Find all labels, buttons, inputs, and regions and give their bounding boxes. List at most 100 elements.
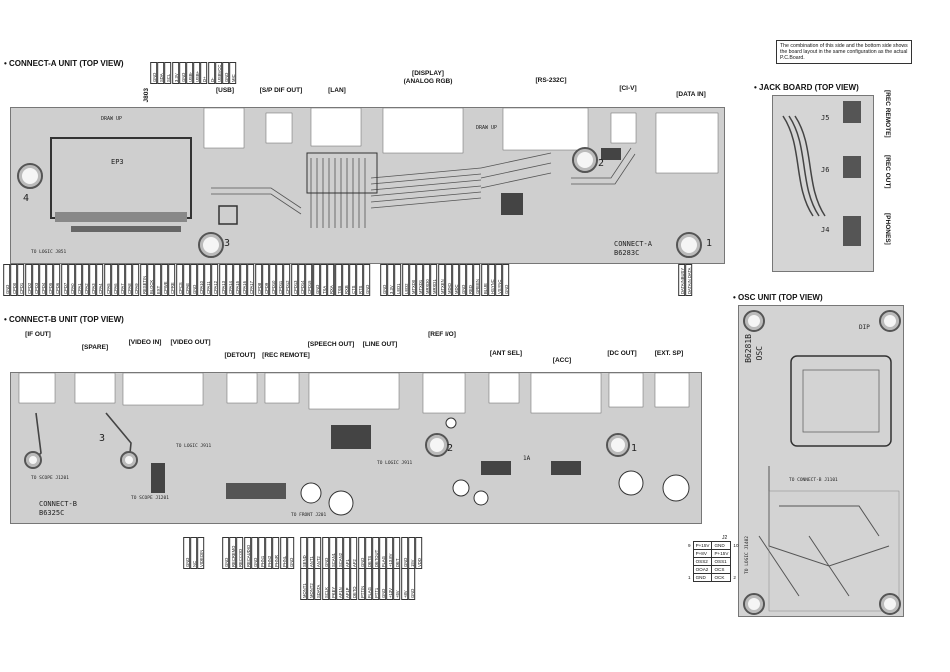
dip-text: DIP (859, 324, 870, 331)
videoout-label: [VIDEO OUT] (170, 339, 211, 346)
pin-label: GND (178, 62, 186, 84)
ep3-text: EP3 (111, 158, 124, 166)
fuse-text: 1A (523, 455, 531, 462)
jack-board: J5 J6 J4 (772, 95, 874, 272)
pin-label: CPD8 (254, 264, 262, 296)
to-logic-b-text: TO LOGIC J911 (176, 444, 212, 449)
j803-label: J803 (143, 88, 150, 103)
j4-text: J4 (821, 226, 830, 234)
pin-label: CPCS (175, 264, 183, 296)
pin-label: VIDEOIN (197, 537, 205, 569)
pin-label: MTXD0 (408, 264, 416, 296)
j2-cell: OCK (711, 573, 732, 582)
j2-cell: P+8V (692, 549, 713, 558)
to-logic-text: TO LOGIC J851 (31, 250, 67, 255)
extsp-label: [EXT. SP] (654, 350, 684, 357)
j2-cell (686, 566, 693, 574)
num-b-1: 1 (631, 443, 638, 454)
to-logic-b-text-2: TO LOGIC J911 (377, 461, 413, 466)
pin-label: SCLK (321, 568, 329, 600)
pin-label: RECCOD (236, 537, 244, 569)
pin-label: CPA14 (225, 264, 233, 296)
pin-label: GND (221, 62, 230, 84)
j2-cell: OSS1 (711, 557, 732, 566)
mount-hole (743, 593, 765, 615)
pin-label: CPD13 (290, 264, 298, 296)
jack-board-title: • JACK BOARD (TOP VIEW) (754, 83, 859, 92)
j2-cell: OOA2 (692, 565, 713, 574)
pin-label: PTTIN (357, 568, 365, 600)
pin-label: RECAUDIO (243, 537, 251, 569)
pin-label: SCAN1 (328, 537, 336, 569)
osc-name: OSC (755, 346, 764, 361)
pin-label: USBVCC (214, 62, 222, 84)
num-b-3: 3 (99, 433, 106, 444)
mount-hole (198, 232, 224, 258)
pin-label: D- (207, 62, 215, 84)
pin-label: GREEN (473, 264, 481, 296)
pin-label: CPA5 (103, 264, 111, 296)
pin-label: DETOUT (371, 537, 380, 569)
j2-cell: 2 (733, 575, 736, 580)
pin-label: GND (357, 537, 365, 569)
j2-cell: GND (692, 573, 713, 582)
mount-hole (120, 451, 138, 469)
pin-label: TXB (334, 264, 342, 296)
pin-label: MDC (451, 264, 460, 296)
acc-label: [ACC] (552, 357, 572, 364)
usb-label: [USB] (215, 87, 235, 94)
j2-cell: 9 (688, 543, 691, 548)
draw-up-text-2: DRAW UP (476, 125, 498, 131)
pin-label: DATAIN DATA (685, 264, 693, 296)
pin-label: GND (321, 537, 329, 569)
pin-label: MRXD1 (430, 264, 438, 296)
rs232c-label: [RS-232C] (535, 77, 567, 84)
pin-label: D+ (200, 62, 208, 84)
pin-label: GND (250, 537, 258, 569)
draw-up-text: DRAW UP (101, 116, 123, 122)
pin-label: CPA6 (110, 264, 118, 296)
pin-label: GND (189, 264, 198, 296)
pin-label: CPD2 (24, 264, 32, 296)
pin-label: CPD7 (60, 264, 68, 296)
pin-label: SCL (164, 62, 172, 84)
pin-label: RXA (327, 264, 335, 296)
pin-label: BLOCK (146, 264, 154, 296)
pin-label: CPA13 (218, 264, 226, 296)
board-b-name: CONNECT-B (39, 500, 77, 508)
refio-label: [REF I/O] (428, 331, 456, 338)
pin-label: RESETIN (139, 264, 147, 296)
j2-cell (731, 566, 741, 574)
j5-text: J5 (821, 114, 830, 122)
pin-label: PHNR (272, 537, 280, 569)
pin-label: DETO (350, 568, 358, 600)
pin-label: GND (286, 537, 294, 569)
pin-label: GND (400, 537, 408, 569)
num-1: 1 (706, 238, 713, 249)
j2-label: J2 (722, 535, 728, 541)
spdif-label: [S/P DIF OUT] (259, 87, 303, 94)
antsel-label: [ANT SEL] (489, 350, 523, 357)
pin-label: PKEY (328, 568, 336, 600)
pin-label: PTT1 (371, 568, 380, 600)
civ-label: [CI-V] (619, 85, 637, 92)
pin-label: GND (407, 568, 415, 600)
pin-label: CPA4 (96, 264, 104, 296)
connect-b-board: CONNECT-B B6325C TO SCOPE J1201 TO SCOPE… (10, 372, 702, 524)
dcout-label: [DC OUT] (607, 350, 637, 357)
j2-cell (731, 550, 741, 558)
j2-cell: P+15V (711, 549, 732, 558)
detout-label: [DETOUT] (224, 352, 256, 359)
to-front-text: TO FRONT J201 (291, 513, 327, 518)
j2-cell: 10 (733, 543, 739, 548)
pin-label: CPD9 (261, 264, 269, 296)
osc-board: B6281B OSC DIP TO CONNECT-B J1101 TO LOG… (738, 305, 904, 617)
